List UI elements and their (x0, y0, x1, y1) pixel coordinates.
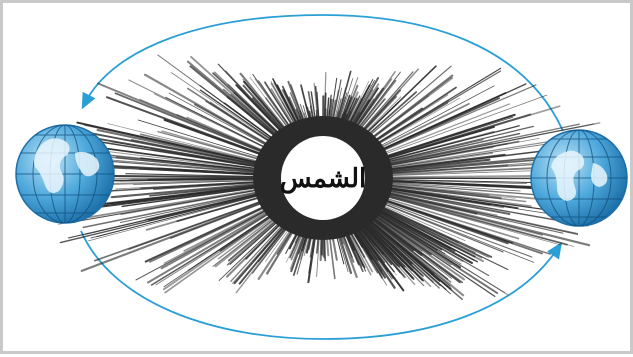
sun-label: الشمس (280, 164, 367, 194)
sun-earth-orbit-diagram: الشمس (3, 3, 633, 357)
earth-right-globe-icon (531, 130, 627, 226)
corona-ray (321, 216, 322, 260)
corona-ray (148, 178, 285, 179)
corona-ray (324, 216, 325, 258)
earth-left-globe-icon (16, 125, 114, 223)
